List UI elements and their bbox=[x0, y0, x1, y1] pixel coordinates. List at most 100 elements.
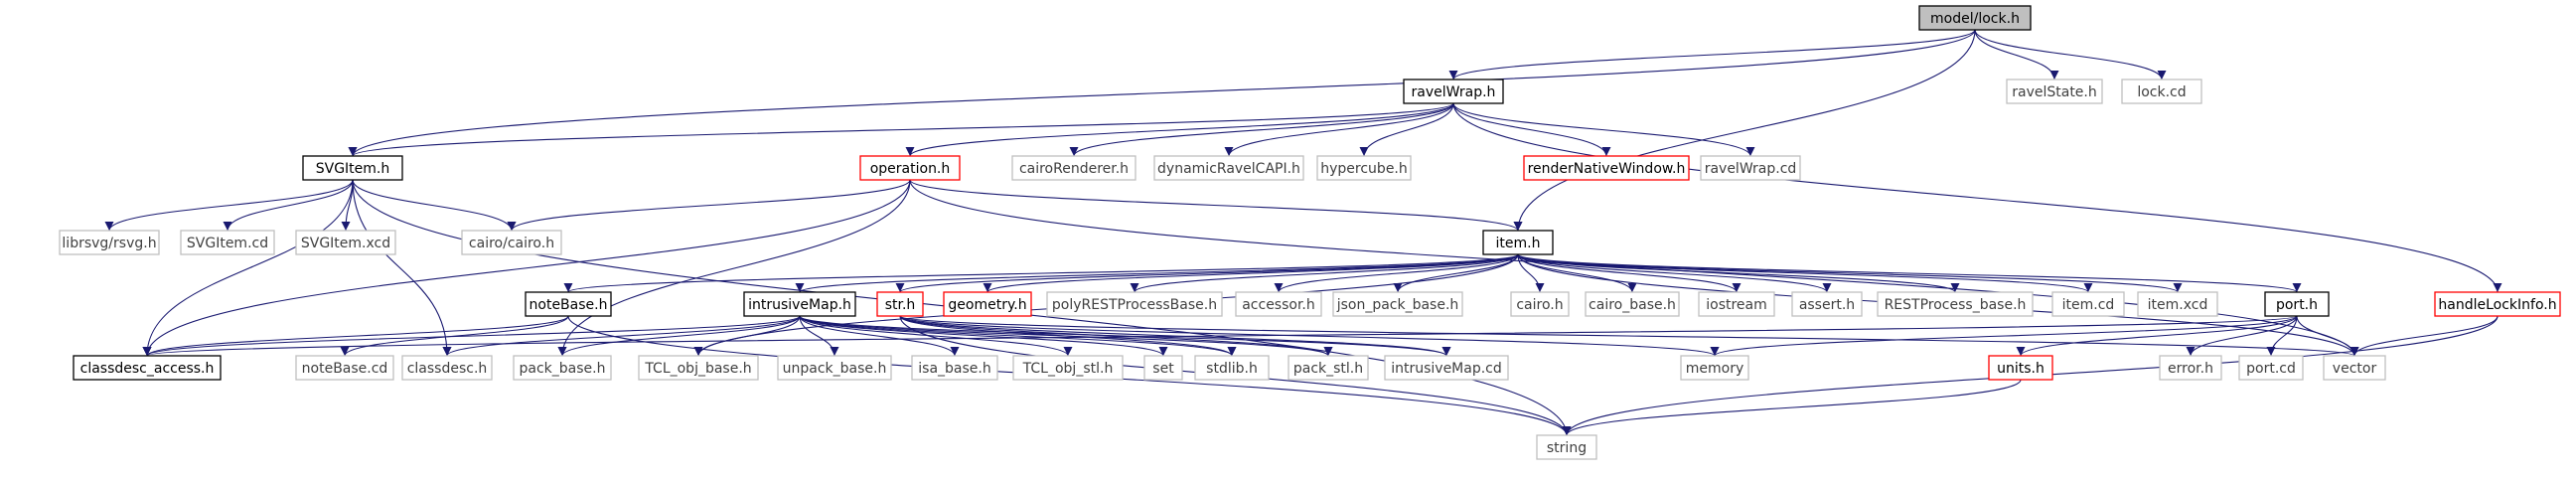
graph-node-item-cd: item.cd bbox=[2051, 291, 2125, 317]
graph-node-svgitem-h[interactable]: SVGItem.h bbox=[302, 155, 403, 181]
graph-node-restprocess-base-h: RESTProcess_base.h bbox=[1877, 291, 2034, 317]
graph-node-cairo-h: cairo.h bbox=[1510, 291, 1570, 317]
node-box bbox=[1523, 155, 1690, 181]
node-box bbox=[2323, 355, 2386, 381]
edge-ravelwrap-h-to-hypercube-h bbox=[1359, 102, 1454, 157]
edge-lock-h-to-ravelwrap-h bbox=[1448, 29, 1976, 80]
node-box bbox=[1536, 434, 1597, 460]
edge-ravelwrap-h-to-rendernativewindow-h bbox=[1452, 102, 1611, 157]
node-label: item.cd bbox=[2062, 297, 2115, 313]
graph-node-ravelwrap-h[interactable]: ravelWrap.h bbox=[1403, 79, 1504, 104]
edge-item-h-to-str-h bbox=[895, 253, 1519, 293]
node-box bbox=[1510, 291, 1570, 317]
graph-node-operation-h[interactable]: operation.h bbox=[859, 155, 961, 181]
graph-node-ravelstate-h: ravelState.h bbox=[2006, 79, 2103, 104]
graph-node-port-h[interactable]: port.h bbox=[2264, 291, 2330, 317]
edge-ravelwrap-h-to-operation-h bbox=[905, 102, 1454, 157]
node-box bbox=[525, 291, 612, 317]
node-box bbox=[1877, 291, 2034, 317]
node-box bbox=[302, 155, 403, 181]
node-box bbox=[513, 355, 612, 381]
edge-intrusivemap-h-to-unpack-base-h bbox=[799, 315, 839, 357]
edge-port-h-to-units-h bbox=[2016, 315, 2298, 357]
node-box bbox=[1918, 5, 2032, 31]
edge-ravelwrap-h-to-dynamicravelcapi-h bbox=[1224, 102, 1454, 157]
graph-node-dynamicravelcapi-h: dynamicRavelCAPI.h bbox=[1153, 155, 1304, 181]
edge-intrusivemap-h-to-stdlib-h bbox=[799, 315, 1237, 357]
node-label: ravelWrap.h bbox=[1412, 84, 1496, 100]
edge-notebase-h-to-classdesc-access-h bbox=[142, 315, 569, 357]
graph-node-librsvg-rsvg-h: librsvg/rsvg.h bbox=[59, 230, 160, 255]
node-label: hypercube.h bbox=[1320, 161, 1408, 177]
node-box bbox=[743, 291, 856, 317]
node-label: cairoRenderer.h bbox=[1019, 161, 1129, 177]
node-box bbox=[1316, 155, 1412, 181]
graph-node-geometry-h[interactable]: geometry.h bbox=[943, 291, 1032, 317]
node-box bbox=[1332, 291, 1463, 317]
edge-intrusivemap-h-to-isa-base-h bbox=[799, 315, 960, 357]
graph-node-memory: memory bbox=[1680, 355, 1749, 381]
edge-svgitem-h-to-librsvg-h bbox=[104, 179, 354, 232]
node-label: accessor.h bbox=[1242, 297, 1315, 313]
node-label: units.h bbox=[1997, 361, 2045, 377]
graph-node-rendernativewindow-h[interactable]: renderNativeWindow.h bbox=[1523, 155, 1690, 181]
edge-port-h-to-memory bbox=[1710, 315, 2298, 357]
node-box bbox=[295, 355, 394, 381]
node-label: memory bbox=[1686, 361, 1744, 377]
edge-item-h-to-polyrest-h bbox=[1130, 253, 1519, 293]
graph-node-classdesc-access-h[interactable]: classdesc_access.h bbox=[73, 355, 222, 381]
graph-node-isa-base-h: isa_base.h bbox=[911, 355, 998, 381]
graph-node-stdlib-h: stdlib.h bbox=[1194, 355, 1270, 381]
edge-port-h-to-error-h bbox=[2186, 315, 2298, 357]
node-label: ravelState.h bbox=[2012, 84, 2097, 100]
node-box bbox=[2159, 355, 2222, 381]
node-label: cairo.h bbox=[1516, 297, 1563, 313]
graph-node-classdesc-h: classdesc.h bbox=[401, 355, 493, 381]
node-label: noteBase.h bbox=[530, 297, 608, 313]
node-label: operation.h bbox=[870, 161, 951, 177]
graph-node-accessor-h: accessor.h bbox=[1235, 291, 1322, 317]
node-box bbox=[1235, 291, 1322, 317]
node-box bbox=[777, 355, 892, 381]
graph-node-iostream: iostream bbox=[1698, 291, 1775, 317]
edge-lock-h-to-svgitem-h bbox=[348, 29, 1976, 157]
edge-operation-h-to-cairo-cairo-h bbox=[507, 179, 911, 232]
graph-node-intrusivemap-h[interactable]: intrusiveMap.h bbox=[743, 291, 856, 317]
graph-node-handlelockinfo-h[interactable]: handleLockInfo.h bbox=[2434, 291, 2561, 317]
graph-node-pack-base-h: pack_base.h bbox=[513, 355, 612, 381]
edge-port-h-to-port-cd bbox=[2266, 315, 2298, 357]
edge-item-h-to-item-cd bbox=[1517, 253, 2093, 293]
edge-item-h-to-item-xcd bbox=[1517, 253, 2183, 293]
node-box bbox=[1585, 291, 1680, 317]
edge-item-h-to-notebase-h bbox=[563, 253, 1519, 293]
edge-str-h-to-pack-stl-h bbox=[899, 315, 1333, 357]
edge-intrusivemap-h-to-classdesc-h bbox=[442, 315, 801, 357]
node-label: set bbox=[1152, 361, 1174, 377]
node-box bbox=[2137, 291, 2218, 317]
graph-node-units-h[interactable]: units.h bbox=[1988, 355, 2053, 381]
edge-intrusivemap-h-to-tcl-obj-stl-h bbox=[799, 315, 1073, 357]
node-box bbox=[1482, 230, 1554, 255]
node-label: intrusiveMap.h bbox=[748, 297, 851, 313]
edge-ravelwrap-h-to-ravelwrap-cd bbox=[1452, 102, 1755, 157]
node-box bbox=[1288, 355, 1369, 381]
graph-node-item-h[interactable]: item.h bbox=[1482, 230, 1554, 255]
graph-node-model-lock-h[interactable]: model/lock.h bbox=[1918, 5, 2032, 31]
edge-item-h-to-port-h bbox=[1517, 253, 2302, 293]
node-box bbox=[73, 355, 222, 381]
edge-lock-h-to-item-h bbox=[1513, 29, 1976, 232]
graph-node-pack-stl-h: pack_stl.h bbox=[1288, 355, 1369, 381]
node-label: stdlib.h bbox=[1206, 361, 1258, 377]
graph-node-notebase-h[interactable]: noteBase.h bbox=[525, 291, 612, 317]
node-box bbox=[1143, 355, 1183, 381]
edge-item-h-to-assert-h bbox=[1517, 253, 1832, 293]
graph-node-str-h[interactable]: str.h bbox=[876, 291, 924, 317]
node-box bbox=[1680, 355, 1749, 381]
graph-node-string: string bbox=[1536, 434, 1597, 460]
edge-operation-h-to-vector bbox=[909, 179, 2359, 357]
node-box bbox=[59, 230, 160, 255]
edge-item-h-to-geometry-h bbox=[983, 253, 1519, 293]
graph-node-unpack-base-h: unpack_base.h bbox=[777, 355, 892, 381]
edge-item-h-to-accessor-h bbox=[1274, 253, 1519, 293]
node-box bbox=[859, 155, 961, 181]
